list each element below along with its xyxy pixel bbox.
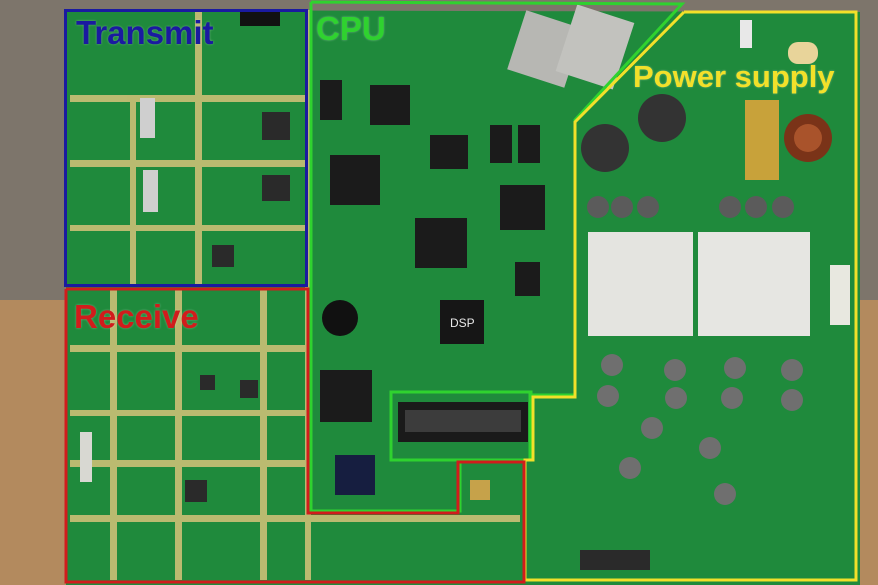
cpu-chips xyxy=(320,80,545,495)
receive-label: Receive xyxy=(74,298,199,335)
round-component xyxy=(322,300,358,336)
receive-components xyxy=(80,375,490,502)
cpu-connector-outline xyxy=(389,390,533,462)
receive-region-outline xyxy=(64,287,526,584)
power-supply-region-outline xyxy=(523,10,858,582)
board-connector-slot xyxy=(405,410,521,432)
transmit-label: Transmit xyxy=(76,14,214,51)
power-components xyxy=(580,20,850,570)
transmit-components xyxy=(140,12,290,267)
sfp-cages xyxy=(507,4,635,90)
dsp-chip: DSP xyxy=(440,300,484,344)
dsp-chip-label: DSP xyxy=(450,316,475,330)
power-supply-label: Power supply xyxy=(633,59,835,94)
cpu-label: CPU xyxy=(316,10,386,47)
